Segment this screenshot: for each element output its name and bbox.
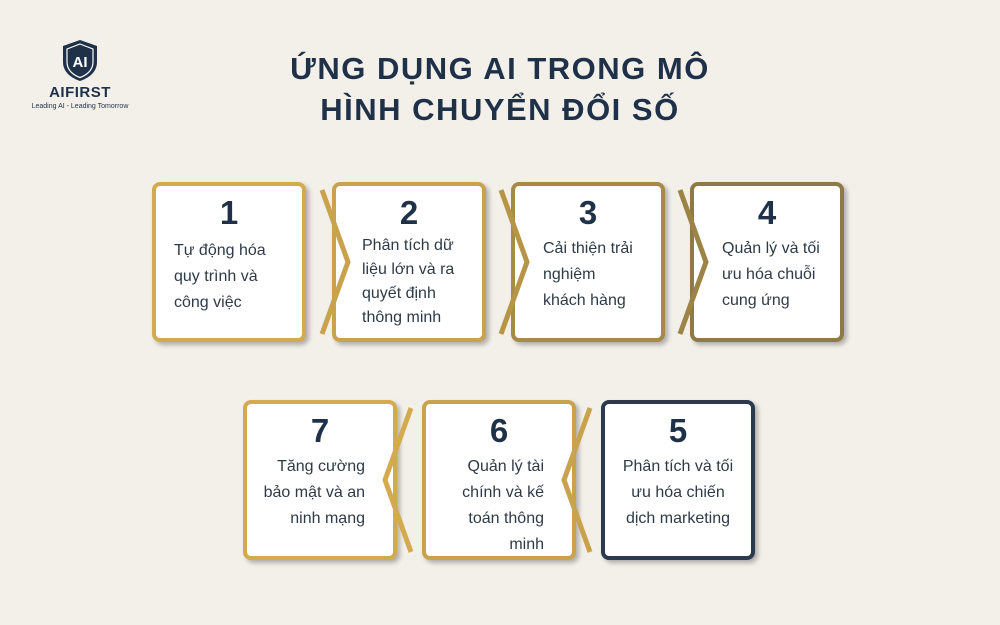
- logo: AI AIFIRST Leading AI - Leading Tomorrow: [30, 38, 130, 110]
- step-text-line: Quản lý và tối: [722, 240, 820, 257]
- step-text-line: Phân tích và tối: [622, 458, 734, 475]
- step-text-line: dịch marketing: [625, 510, 731, 527]
- step-text-line: quy trình và: [174, 268, 258, 285]
- step-text-line: Tăng cường: [277, 458, 365, 475]
- step-number: 1: [219, 194, 239, 231]
- step-text-line: công việc: [174, 294, 242, 311]
- step-text-line: Quản lý tài: [467, 458, 544, 475]
- step-text-line: ưu hóa chuỗi: [722, 266, 816, 283]
- step-text-line: liệu lớn và ra: [362, 261, 455, 278]
- step-card-7: 7 Tăng cường bảo mật và an ninh mạng: [243, 400, 397, 560]
- step-number: 6: [489, 412, 509, 449]
- step-text-line: chính và kế: [462, 484, 544, 501]
- step-text: Phân tích dữ liệu lớn và ra quyết định t…: [362, 234, 472, 330]
- step-text-line: ưu hóa chiến: [631, 484, 725, 501]
- title-line-1: ỨNG DỤNG AI TRONG MÔ: [290, 51, 710, 86]
- step-text-line: Phân tích dữ: [362, 237, 454, 254]
- step-text-line: Cải thiện trải: [543, 240, 633, 257]
- step-text-line: Tự động hóa: [174, 242, 266, 259]
- step-text-line: toán thông: [468, 510, 544, 527]
- step-text: Quản lý và tối ưu hóa chuỗi cung ứng: [722, 236, 830, 314]
- step-text-line: minh: [509, 536, 544, 553]
- page-title: ỨNG DỤNG AI TRONG MÔ HÌNH CHUYỂN ĐỔI SỐ: [200, 48, 800, 130]
- step-text-line: quyết định: [362, 285, 436, 302]
- step-number: 3: [578, 194, 598, 231]
- step-text: Tự động hóa quy trình và công việc: [174, 238, 292, 316]
- step-card-2: 2 Phân tích dữ liệu lớn và ra quyết định…: [332, 182, 486, 342]
- step-card-6: 6 Quản lý tài chính và kế toán thông min…: [422, 400, 576, 560]
- chevron-left-icon: [382, 407, 414, 553]
- step-text-line: khách hàng: [543, 292, 626, 309]
- logo-tagline: Leading AI - Leading Tomorrow: [31, 103, 129, 110]
- step-text-line: bảo mật và an: [263, 484, 365, 501]
- title-line-2: HÌNH CHUYỂN ĐỔI SỐ: [320, 92, 680, 127]
- step-text-line: cung ứng: [722, 292, 790, 309]
- step-number: 7: [310, 412, 330, 449]
- chevron-right-icon: [498, 189, 530, 335]
- step-card-4: 4 Quản lý và tối ưu hóa chuỗi cung ứng: [690, 182, 844, 342]
- step-number: 5: [668, 412, 688, 449]
- step-card-1: 1 Tự động hóa quy trình và công việc: [152, 182, 306, 342]
- step-number: 2: [399, 194, 419, 231]
- step-text: Tăng cường bảo mật và an ninh mạng: [257, 454, 365, 532]
- step-text-line: ninh mạng: [290, 510, 365, 527]
- chevron-right-icon: [677, 189, 709, 335]
- chevron-left-icon: [561, 407, 593, 553]
- step-number: 4: [757, 194, 777, 231]
- step-text: Cải thiện trải nghiệm khách hàng: [543, 236, 651, 314]
- chevron-right-icon: [319, 189, 351, 335]
- step-card-5: 5 Phân tích và tối ưu hóa chiến dịch mar…: [601, 400, 755, 560]
- step-text-line: thông minh: [362, 309, 442, 326]
- svg-text:AI: AI: [73, 54, 88, 71]
- shield-logo-icon: AI: [63, 40, 97, 81]
- step-card-3: 3 Cải thiện trải nghiệm khách hàng: [511, 182, 665, 342]
- step-text: Quản lý tài chính và kế toán thông minh: [436, 454, 544, 558]
- step-text-line: nghiệm: [543, 266, 596, 283]
- step-text: Phân tích và tối ưu hóa chiến dịch marke…: [611, 454, 745, 532]
- logo-name: AIFIRST: [49, 84, 111, 101]
